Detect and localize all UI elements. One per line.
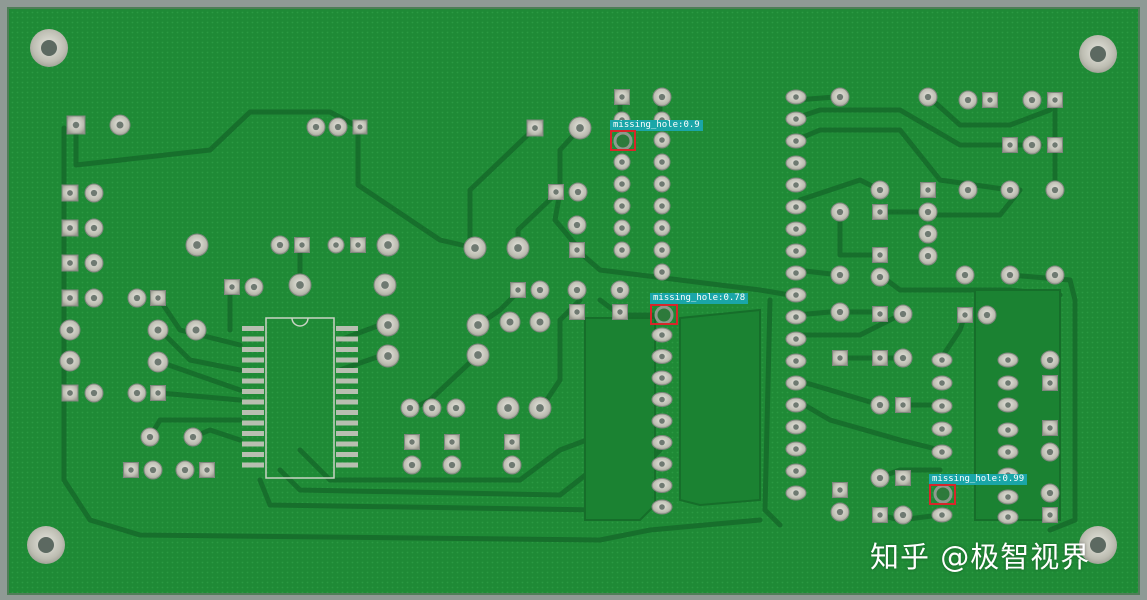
copper-traces bbox=[61, 92, 1078, 543]
detection-label-1: missing_hole:0.9 bbox=[610, 120, 703, 131]
ic-chip bbox=[242, 317, 358, 479]
detection-label-2: missing_hole:0.78 bbox=[650, 293, 749, 304]
mounting-holes bbox=[27, 29, 1117, 564]
detection-box-3 bbox=[929, 484, 956, 505]
detection-box-1 bbox=[610, 130, 636, 151]
watermark-text: 知乎 @极智视界 bbox=[870, 540, 1091, 574]
detection-label-3: missing_hole:0.99 bbox=[929, 474, 1028, 485]
detection-box-2 bbox=[650, 304, 678, 325]
solder-pads bbox=[59, 87, 1065, 525]
